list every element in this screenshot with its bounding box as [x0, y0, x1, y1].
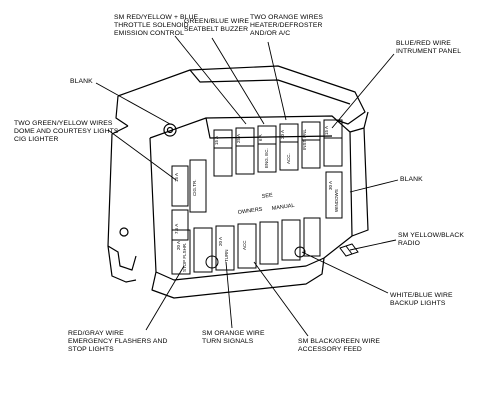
block-center-text: OWNERS	[237, 207, 263, 216]
label-accessory-feed: SM BLACK/GREEN WIRE ACCESSORY FEED	[298, 338, 380, 353]
fuse-label: WINDOWS	[334, 189, 339, 212]
fuse-label: 15 A	[324, 126, 329, 135]
fuse-label: TURN	[224, 250, 229, 263]
fuse-label: ACC	[242, 240, 247, 250]
fuse-label: 30 A	[328, 181, 333, 190]
leader-lines	[95, 35, 399, 337]
label-throttle-solenoid: SM RED/YELLOW + BLUE THROTTLE SOLENOID E…	[114, 14, 199, 37]
fuse-label: 25 A	[236, 134, 241, 143]
fuse-block-outline	[107, 65, 369, 299]
label-instrument-panel: BLUE/RED WIRE INTRUMENT PANEL	[396, 40, 462, 55]
label-backup-lights: WHITE/BLUE WIRE BACKUP LIGHTS	[390, 292, 453, 307]
fuse-label: 15 A	[214, 136, 219, 145]
fuse-label: 20 A	[176, 241, 181, 250]
label-dome-courtesy-lights: TWO GREEN/YELLOW WIRES DOME AND COURTESY…	[14, 120, 119, 143]
label-heater-defroster: TWO ORANGE WIRES HEATER/DEFROSTER AND/OR…	[250, 14, 323, 37]
fuse-label: 15 A	[174, 173, 179, 182]
fuse-sublabel: ACC.	[286, 153, 291, 164]
fuse-label: INST. PNL	[302, 128, 307, 150]
block-printed-text: SEE OWNERS MANUAL 15 A 25 A 6 A 20 A INS…	[174, 126, 339, 272]
upper-fuse-slots	[213, 119, 343, 177]
right-fuse-slots	[325, 171, 343, 219]
label-blank-right: BLANK	[400, 176, 423, 183]
label-seatbelt-buzzer: GREEN/BLUE WIRE SEATBELT BUZZER	[184, 18, 249, 33]
label-blank-left: BLANK	[70, 78, 93, 85]
fuse-label: 7.5 A	[174, 224, 179, 234]
lower-fuse-slots	[171, 217, 321, 275]
fuse-label: CIG.TR.	[192, 180, 197, 197]
block-center-text: SEE	[261, 192, 273, 200]
label-turn-signals: SM ORANGE WIRE TURN SIGNALS	[202, 330, 265, 345]
fuse-label: STOP FLSHR.	[182, 243, 187, 272]
fuse-label: 20 A	[280, 130, 285, 139]
fuse-label: 6 A	[258, 134, 263, 141]
fuse-label: 20 A	[218, 237, 223, 246]
fuse-sublabel: ENG. EC.	[264, 148, 269, 168]
radio-connector	[339, 243, 359, 257]
left-fuse-slots	[171, 159, 207, 241]
label-emergency-flashers: RED/GRAY WIRE EMERGENCY FLASHERS AND STO…	[68, 330, 168, 353]
label-radio: SM YELLOW/BLACK RADIO	[398, 232, 464, 247]
block-center-text: MANUAL	[271, 203, 295, 212]
